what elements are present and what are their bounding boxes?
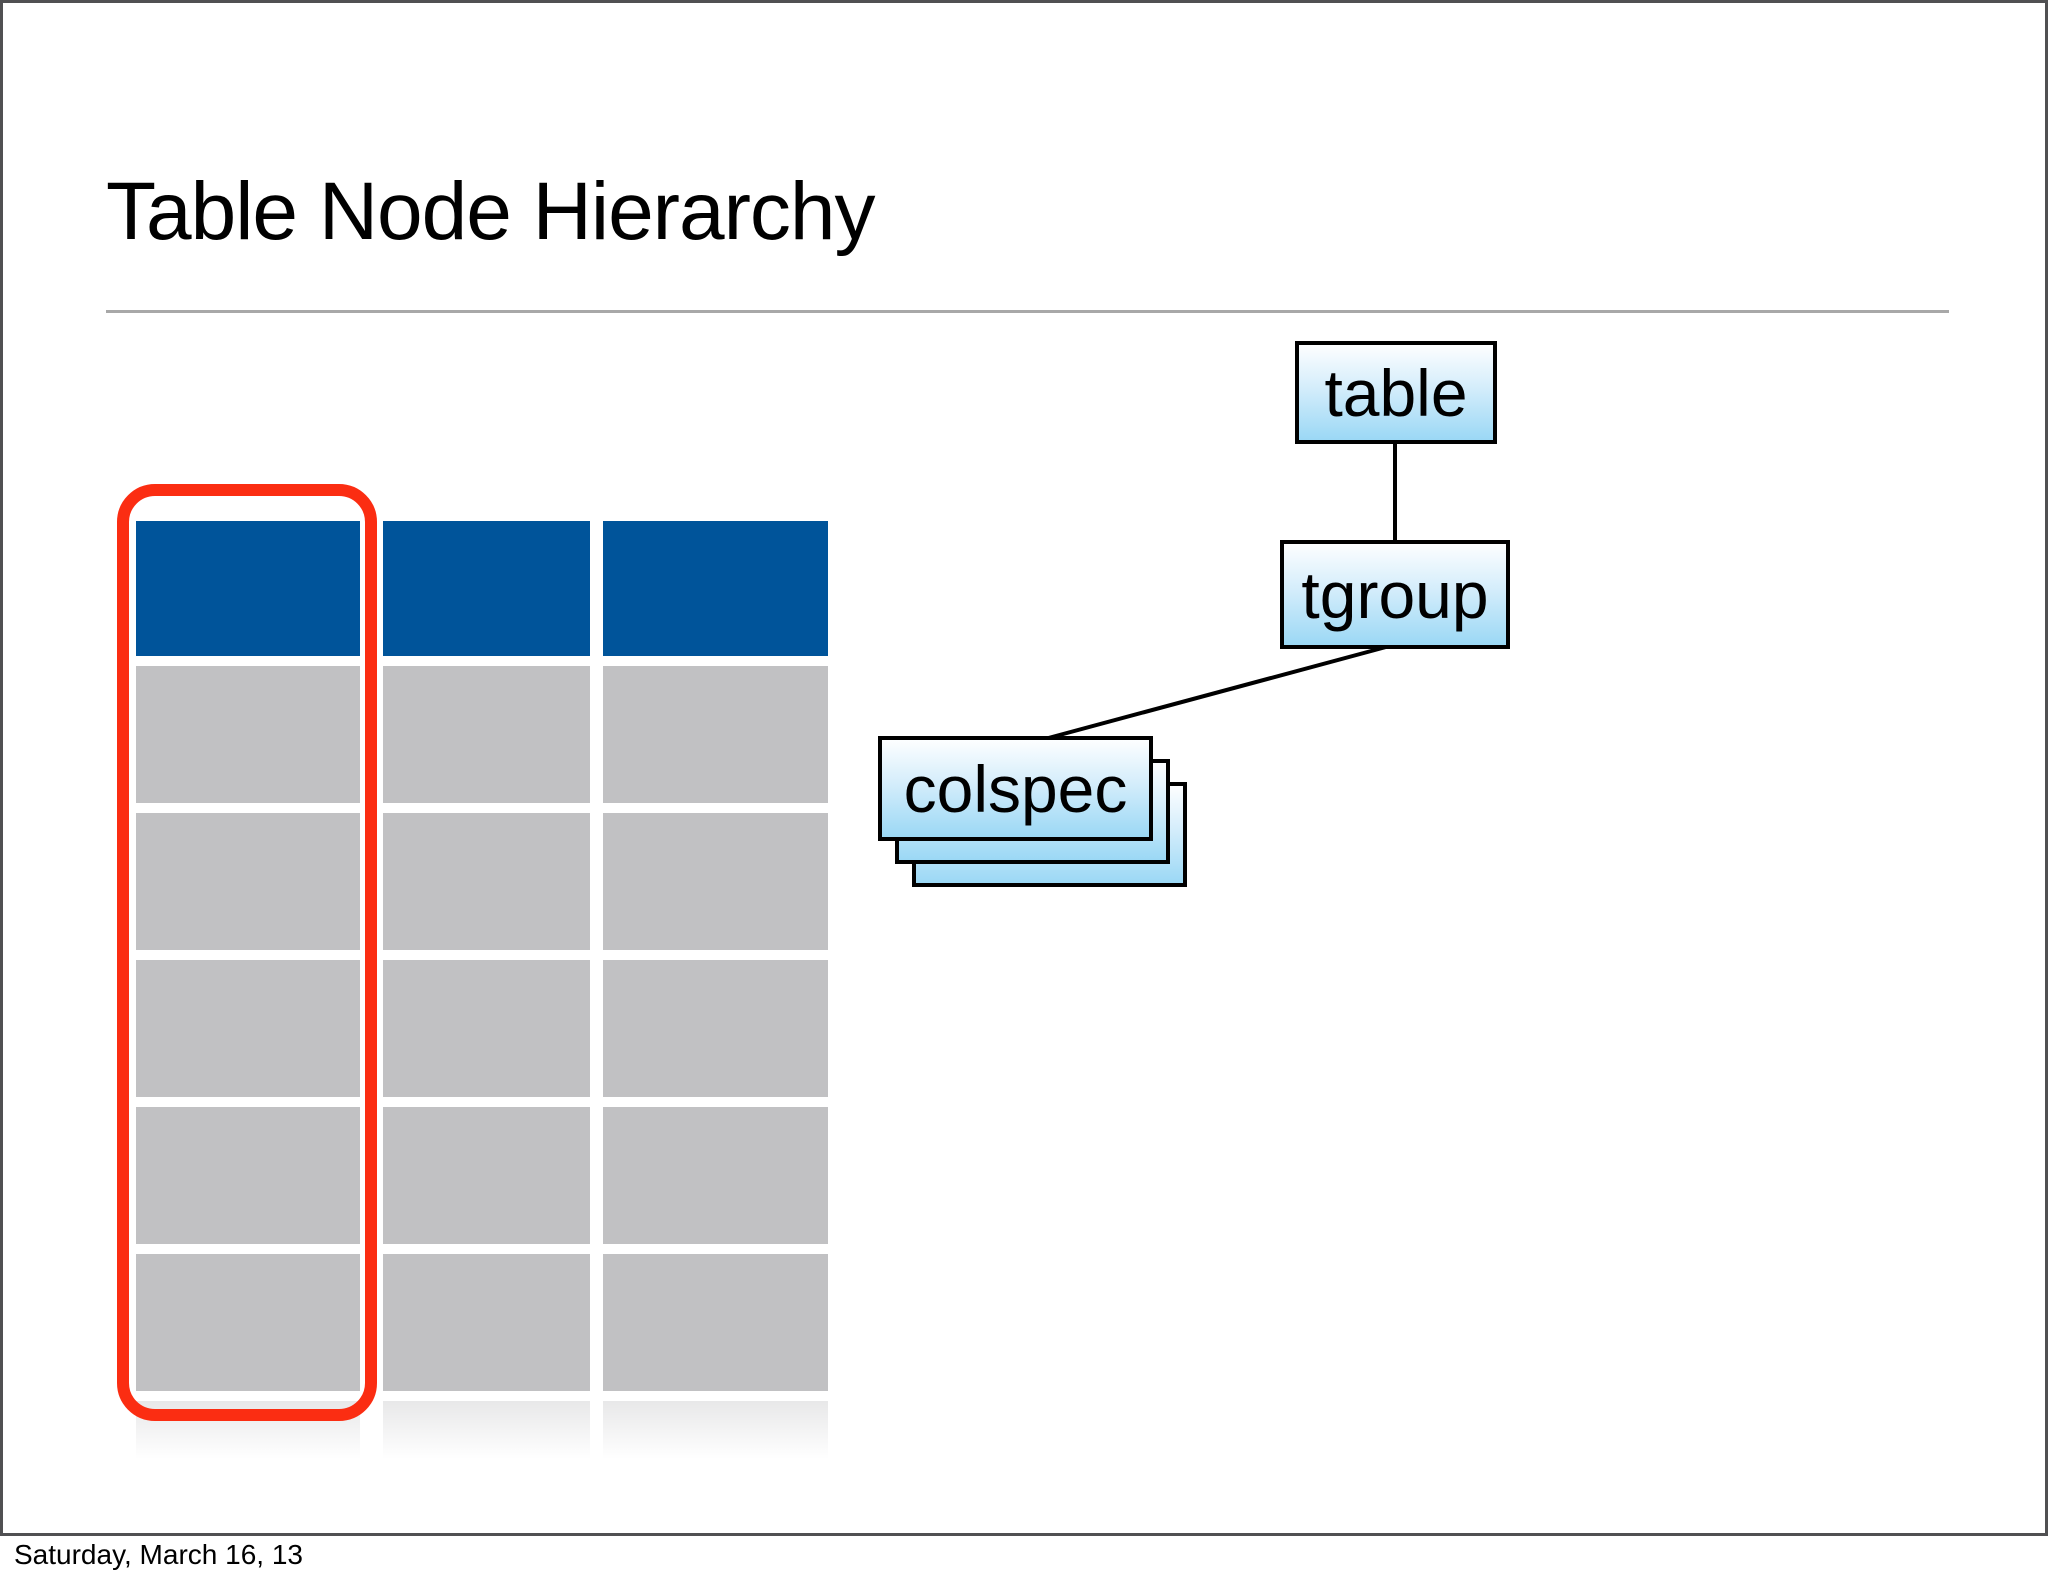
edge-tgroup-colspec [1040,645,1387,742]
connector-lines [1040,444,1397,742]
slide-canvas: Table Node Hierarchy colspec table tgrou… [0,0,2048,1536]
node-tgroup-label: tgroup [1301,557,1489,632]
node-table: table [1295,341,1497,444]
node-tgroup: tgroup [1280,540,1510,649]
title-divider [106,310,1949,313]
column-highlight-outline [117,484,377,1421]
node-table-label: table [1324,355,1468,430]
slide-title: Table Node Hierarchy [106,166,875,257]
node-colspec: colspec [878,736,1153,841]
node-colspec-label: colspec [903,751,1128,826]
slide-date: Saturday, March 16, 13 [14,1539,303,1570]
